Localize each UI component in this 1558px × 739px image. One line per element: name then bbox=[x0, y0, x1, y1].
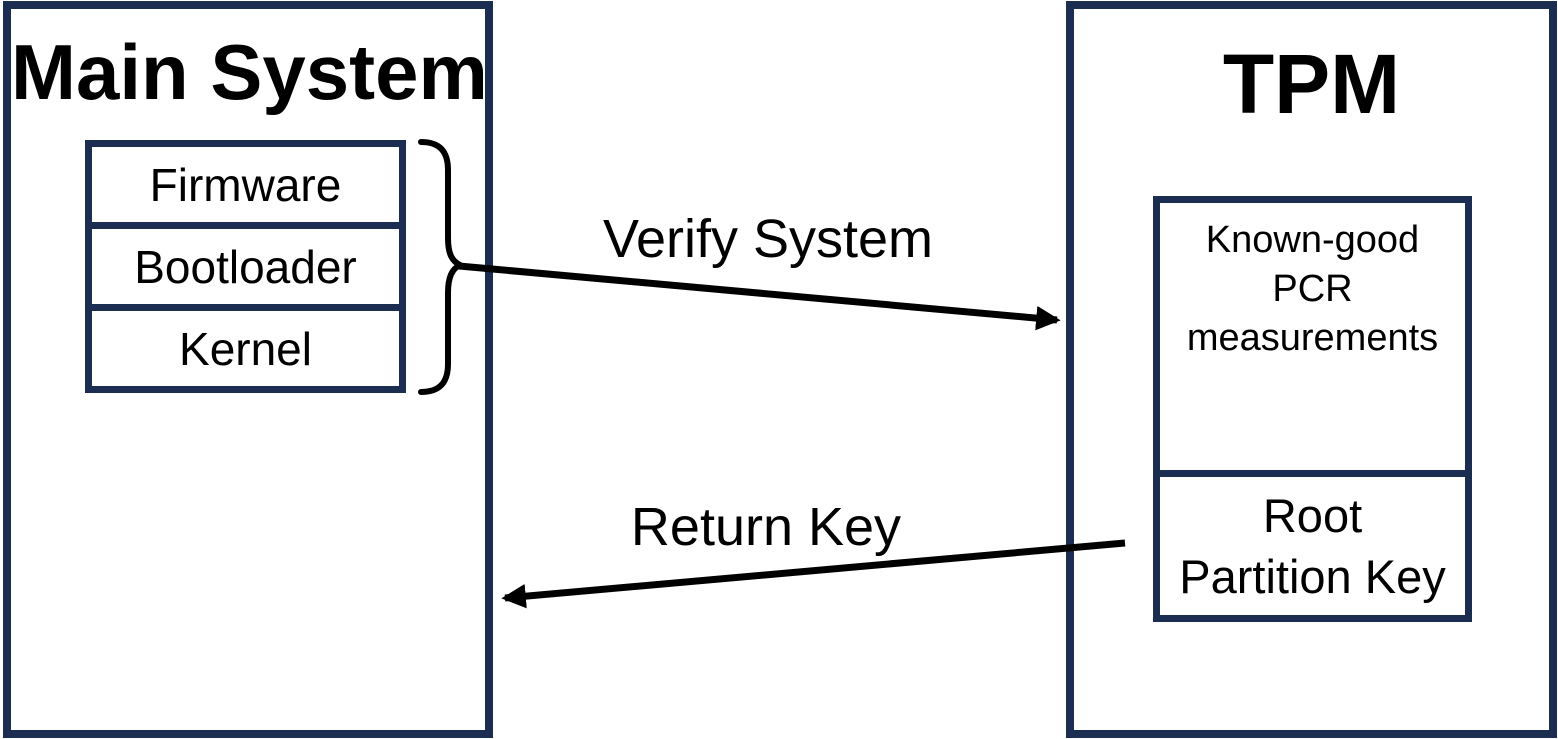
verify-system-arrow bbox=[458, 262, 1061, 331]
boot-chain-row-firmware: Firmware bbox=[92, 147, 399, 222]
firmware-label: Firmware bbox=[149, 158, 342, 211]
bootloader-label: Bootloader bbox=[134, 240, 357, 293]
tpm-title: TPM bbox=[1222, 37, 1401, 131]
verify-system-label: Verify System bbox=[602, 209, 934, 269]
main-system-box: Main System bbox=[3, 1, 493, 738]
root-key-line-2: Partition Key bbox=[1179, 550, 1446, 603]
root-key-line-1: Root bbox=[1262, 489, 1363, 542]
root-partition-key-box: Root Partition Key bbox=[1153, 470, 1472, 622]
main-system-title: Main System bbox=[11, 28, 488, 116]
return-key-label: Return Key bbox=[630, 497, 902, 557]
pcr-line-1: Known-good bbox=[1205, 219, 1420, 261]
pcr-measurements-box: Known-good PCR measurements bbox=[1153, 196, 1472, 470]
pcr-line-3: measurements bbox=[1186, 317, 1439, 359]
boot-chain-row-bootloader: Bootloader bbox=[92, 222, 399, 304]
pcr-line-2: PCR bbox=[1272, 268, 1353, 310]
boot-chain-row-kernel: Kernel bbox=[92, 304, 399, 386]
boot-chain-stack: Firmware Bootloader Kernel bbox=[85, 140, 406, 393]
kernel-label: Kernel bbox=[179, 322, 312, 375]
